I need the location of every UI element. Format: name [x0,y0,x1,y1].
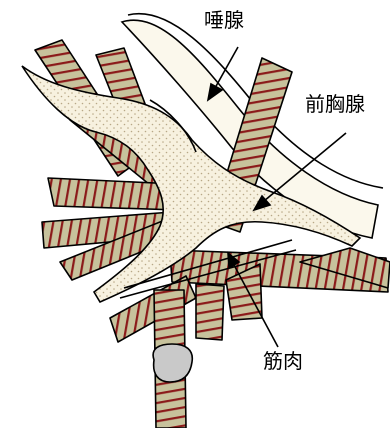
label-salivary-gland: 唾腺 [204,10,244,30]
arrow-salivary-line [215,47,238,88]
muscle-band-lower-middle [196,284,224,340]
label-muscle: 筋肉 [263,351,303,371]
nucleus-blob [153,344,192,382]
label-prothoracic-gland: 前胸腺 [305,94,365,114]
